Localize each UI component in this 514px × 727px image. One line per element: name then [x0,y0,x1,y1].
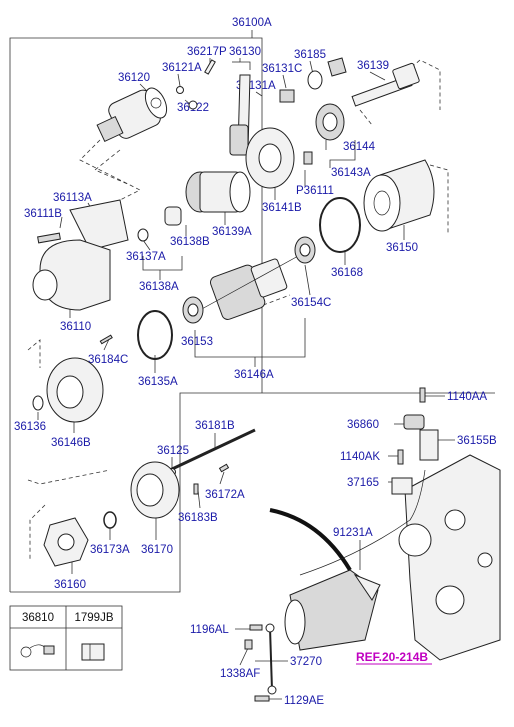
label-36155B: 36155B [457,435,497,447]
starter-assembly [284,569,381,651]
end-cover [130,461,180,519]
wire-harness [299,469,426,576]
label-36120: 36120 [118,72,150,84]
label-36111B: 36111B [24,208,62,220]
yoke-assembly [363,159,435,232]
rear-housing [37,199,129,251]
label-37165: 37165 [347,477,379,489]
label-1140AK: 1140AK [340,451,380,463]
legend-table: 36810 1799JB [9,605,123,671]
label-36146A: 36146A [234,369,274,381]
front-housing [32,239,111,311]
label-36170: 36170 [141,544,173,556]
label-1129AE: 1129AE [284,695,324,707]
bracket-plate [245,127,295,189]
drive-lever [229,74,251,156]
label-36121A: 36121A [162,62,202,74]
sleeve-36138B [164,206,182,226]
bolt-1196AL [249,624,263,631]
label-36160: 36160 [54,579,86,591]
bearing-36153 [182,296,204,324]
label-36139A: 36139A [212,226,252,238]
oring-36168 [319,197,361,253]
legend-header-36810: 36810 [22,612,54,624]
bearing-36144 [315,103,345,141]
clip-37165 [391,477,413,495]
label-36138A: 36138A [139,281,179,293]
label-36136: 36136 [14,421,46,433]
label-36131C: 36131C [262,63,302,75]
label-36153: 36153 [181,336,213,348]
ring-36137A [137,228,149,242]
label-36150: 36150 [386,242,418,254]
pin-36217P [204,59,216,75]
connector-36810-icon [20,644,55,658]
main-frame [9,37,263,592]
label-36139: 36139 [357,60,389,72]
label-36137A: 36137A [126,251,166,263]
cable-37270 [265,623,277,695]
lower-frame [10,392,262,593]
bearing-36154C [294,236,316,264]
bolt-1140AK [397,449,404,465]
label-36125: 36125 [157,445,189,457]
label-36172A: 36172A [205,489,245,501]
label-36110: 36110 [60,321,91,333]
label-36144: 36144 [343,141,376,153]
ring-36131C [307,70,323,90]
label-36143A: 36143A [331,167,371,179]
oring-36135A [137,310,173,360]
bolt-1140AA [419,387,426,403]
label-P36111: P36111 [296,185,334,197]
label-36154C: 36154C [291,297,331,309]
brush-holder [43,517,89,567]
pinion-gear [185,171,251,213]
label-91231A: 91231A [333,527,373,539]
label-36141B: 36141B [262,202,302,214]
washer-36122 [188,100,198,110]
label-36185: 36185 [294,49,326,61]
label-36181B: 36181B [195,420,235,432]
label-37270: 37270 [290,656,322,668]
label-1196AL: 1196AL [190,624,229,636]
sensor-36860 [403,414,425,430]
label-1140AA: 1140AA [447,391,487,403]
clip-1799JB-icon [81,643,105,661]
through-bolt [169,428,256,472]
bracket-36155B [419,429,439,461]
gear-housing [46,357,104,423]
label-36217P: 36217P [187,46,227,58]
label-36135A: 36135A [138,376,178,388]
screw-36183B [193,483,199,495]
nut-36121A [176,86,184,94]
label-36138B: 36138B [170,236,210,248]
label-36168: 36168 [331,267,363,279]
label-36130: 36130 [229,46,261,58]
label-1338AF: 1338AF [220,668,260,680]
solenoid-switch [96,87,168,143]
oring-36173A [103,511,117,529]
label-36184C: 36184C [88,354,128,366]
ring-36136 [32,395,44,411]
install-arrow [269,508,352,572]
block-36131A [279,89,295,103]
nut-1338AF [244,639,253,650]
pin-36172A [218,463,230,473]
label-36146B: 36146B [51,437,91,449]
label-36183B: 36183B [178,512,218,524]
cap-36185 [327,57,347,77]
bolt-1129AE [254,695,270,702]
engine-block [398,454,501,661]
label-36113A: 36113A [53,192,92,204]
screw-P36111 [303,151,313,165]
armature [199,254,301,320]
label-36100A: 36100A [232,17,272,29]
ref-label: REF.20-214B [356,650,428,664]
label-36860: 36860 [347,419,379,431]
label-36173A: 36173A [90,544,130,556]
legend-header-1799JB: 1799JB [74,612,113,624]
drive-shaft [351,62,420,107]
pin-36184C [99,334,113,345]
